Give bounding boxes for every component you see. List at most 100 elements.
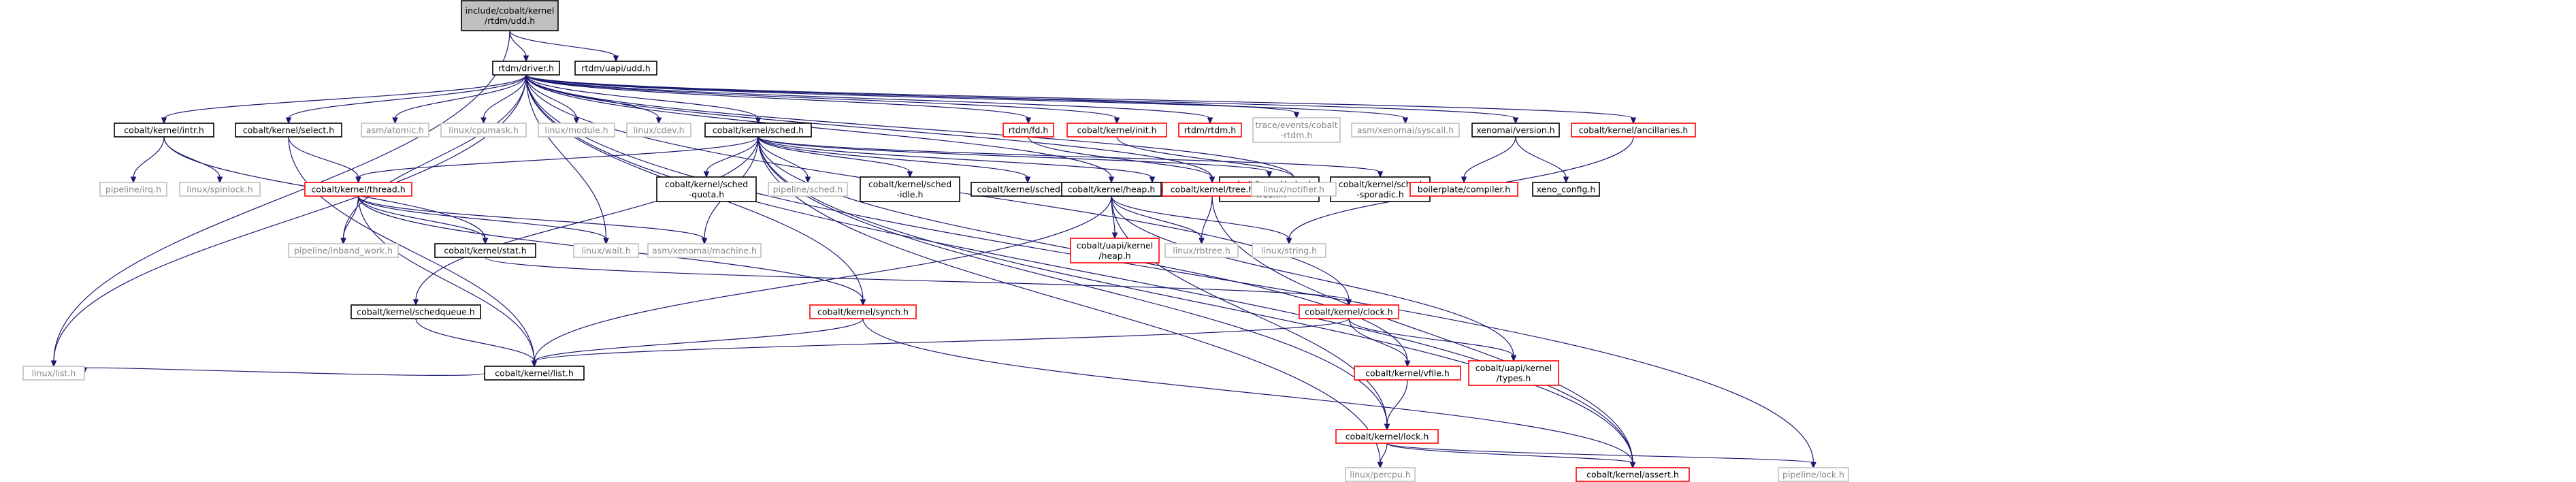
- edge-version_h-to-compiler_h: [1461, 136, 1516, 184]
- node-box: [461, 0, 559, 31]
- node-box: [656, 176, 757, 202]
- node-clock_h[interactable]: cobalt/kernel/clock.h: [1299, 304, 1399, 319]
- edge-driver_h-to-rtdm_fd: [525, 74, 1032, 125]
- node-label: rtdm/driver.h: [498, 63, 554, 74]
- edge-driver_h-to-select_h: [285, 74, 527, 125]
- node-label: linux/wait.h: [581, 246, 631, 256]
- node-box: [1345, 467, 1416, 482]
- node-assert_h[interactable]: cobalt/kernel/assert.h: [1576, 467, 1690, 482]
- node-sched_idle[interactable]: cobalt/kernel/sched-idle.h: [860, 176, 960, 202]
- node-label: /rtdm/udd.h: [485, 16, 535, 26]
- node-box: [1164, 243, 1239, 258]
- node-udd_h[interactable]: include/cobalt/kernel/rtdm/udd.h: [461, 0, 559, 31]
- node-label: pipeline/irq.h: [105, 184, 161, 195]
- node-sched_quota[interactable]: cobalt/kernel/sched-quota.h: [656, 176, 757, 202]
- node-box: [1252, 243, 1326, 258]
- node-label: cobalt/kernel/vfile.h: [1365, 368, 1450, 379]
- node-uapi_udd_h[interactable]: rtdm/uapi/udd.h: [574, 61, 657, 76]
- node-label: cobalt/kernel/tree.h: [1171, 184, 1254, 195]
- node-cpumask: linux/cpumask.h: [440, 123, 527, 138]
- node-asm_syscall: asm/xenomai/syscall.h: [1351, 123, 1460, 138]
- node-box: [860, 176, 960, 202]
- node-label: linux/cdev.h: [633, 125, 684, 135]
- node-driver_h[interactable]: rtdm/driver.h: [492, 61, 560, 76]
- node-uapi_heap[interactable]: cobalt/uapi/kernel/heap.h: [1070, 238, 1160, 263]
- node-label: cobalt/kernel/list.h: [495, 368, 574, 379]
- node-vfile_h[interactable]: cobalt/kernel/vfile.h: [1354, 366, 1461, 381]
- node-schedqueue[interactable]: cobalt/kernel/schedqueue.h: [350, 304, 481, 319]
- edge-sched_h-to-sched_rt: [757, 136, 1031, 184]
- node-label: include/cobalt/kernel: [466, 5, 555, 16]
- edge-driver_h-to-wait_h: [525, 74, 609, 245]
- node-xeno_config[interactable]: xeno_config.h: [1532, 182, 1600, 197]
- node-pipeline_sched: pipeline/sched.h: [768, 182, 848, 197]
- node-rtdm_fd[interactable]: rtdm/fd.h: [1002, 123, 1054, 138]
- node-box: [304, 182, 412, 197]
- edge-heap_h-to-list_h: [531, 195, 1112, 368]
- node-label: cobalt/kernel/select.h: [243, 125, 334, 135]
- node-label: linux/module.h: [544, 125, 608, 135]
- node-label: cobalt/uapi/kernel: [1077, 240, 1153, 251]
- node-notifier: linux/notifier.h: [1251, 182, 1337, 197]
- edge-clock_h-to-uapi_types: [1348, 318, 1517, 362]
- node-tree_h[interactable]: cobalt/kernel/tree.h: [1162, 182, 1262, 197]
- node-label: cobalt/kernel/thread.h: [311, 184, 405, 195]
- node-label: asm/xenomai/syscall.h: [1357, 125, 1454, 135]
- node-box: [647, 243, 762, 258]
- node-box: [1778, 467, 1849, 482]
- node-box: [1066, 123, 1167, 138]
- edge-sched_h-to-sched_sporadic: [757, 136, 1384, 178]
- edge-tree_h-to-assert_h: [1211, 195, 1636, 469]
- node-compiler_h[interactable]: boilerplate/compiler.h: [1409, 182, 1518, 197]
- node-label: asm/xenomai/machine.h: [652, 246, 757, 256]
- node-label: cobalt/kernel/sched: [868, 179, 951, 189]
- node-label: xeno_config.h: [1537, 184, 1596, 195]
- node-select_h[interactable]: cobalt/kernel/select.h: [235, 123, 342, 138]
- node-rbtree: linux/rbtree.h: [1164, 243, 1239, 258]
- node-box: [484, 366, 585, 381]
- edge-thread_h-to-machine_h: [357, 195, 708, 245]
- edge-list_h-to-linux_list: [81, 367, 485, 376]
- node-label: cobalt/kernel/stat.h: [444, 246, 526, 256]
- edge-driver_h-to-asm_atomic: [392, 74, 527, 125]
- node-box: [574, 61, 657, 76]
- node-label: linux/notifier.h: [1263, 184, 1324, 195]
- node-label: pipeline/lock.h: [1782, 470, 1844, 480]
- node-version_h[interactable]: xenomai/version.h: [1471, 123, 1560, 138]
- node-stat_h[interactable]: cobalt/kernel/stat.h: [434, 243, 536, 258]
- edge-driver_h-to-module: [525, 74, 580, 125]
- node-machine_h: asm/xenomai/machine.h: [647, 243, 762, 258]
- node-box: [179, 182, 261, 197]
- node-label: rtdm/uapi/udd.h: [581, 63, 650, 74]
- edge-lock_h-to-pipeline_lock: [1386, 443, 1816, 469]
- node-synch_h[interactable]: cobalt/kernel/synch.h: [809, 304, 917, 319]
- node-heap_h[interactable]: cobalt/kernel/heap.h: [1061, 182, 1162, 197]
- node-label: cobalt/kernel/sched: [665, 179, 748, 189]
- node-intr_h[interactable]: cobalt/kernel/intr.h: [114, 123, 214, 138]
- edge-driver_h-to-trace_events: [525, 74, 1300, 119]
- node-lock_h[interactable]: cobalt/kernel/lock.h: [1335, 429, 1439, 444]
- node-label: trace/events/cobalt: [1255, 120, 1337, 130]
- node-box: [1002, 123, 1054, 138]
- header-nodes: include/cobalt/kernel/rtdm/udd.h rtdm/dri…: [22, 0, 1849, 482]
- node-box: [1576, 467, 1690, 482]
- node-box: [1571, 123, 1696, 138]
- node-init_h[interactable]: cobalt/kernel/init.h: [1066, 123, 1167, 138]
- node-label: cobalt/kernel/synch.h: [817, 307, 909, 317]
- edge-sched_h-to-schedqueue: [412, 136, 759, 306]
- node-rtdm_rtdm[interactable]: rtdm/rtdm.h: [1178, 123, 1242, 138]
- node-sched_h[interactable]: cobalt/kernel/sched.h: [704, 123, 812, 138]
- node-uapi_types[interactable]: cobalt/uapi/kernel/types.h: [1468, 360, 1559, 386]
- node-box: [22, 366, 85, 381]
- node-box: [1251, 182, 1337, 197]
- edge-sched_h-to-sched_idle: [757, 136, 913, 178]
- edge-driver_h-to-rtdm_rtdm: [525, 74, 1213, 125]
- node-ancillaries[interactable]: cobalt/kernel/ancillaries.h: [1571, 123, 1696, 138]
- edge-thread_h-to-stat_h: [357, 195, 489, 245]
- node-thread_h[interactable]: cobalt/kernel/thread.h: [304, 182, 412, 197]
- node-label: rtdm/fd.h: [1009, 125, 1049, 135]
- edge-driver_h-to-ancillaries: [525, 74, 1637, 125]
- node-trace_events: trace/events/cobalt-rtdm.h: [1252, 117, 1341, 143]
- node-list_h[interactable]: cobalt/kernel/list.h: [484, 366, 585, 381]
- node-label: cobalt/kernel/heap.h: [1068, 184, 1156, 195]
